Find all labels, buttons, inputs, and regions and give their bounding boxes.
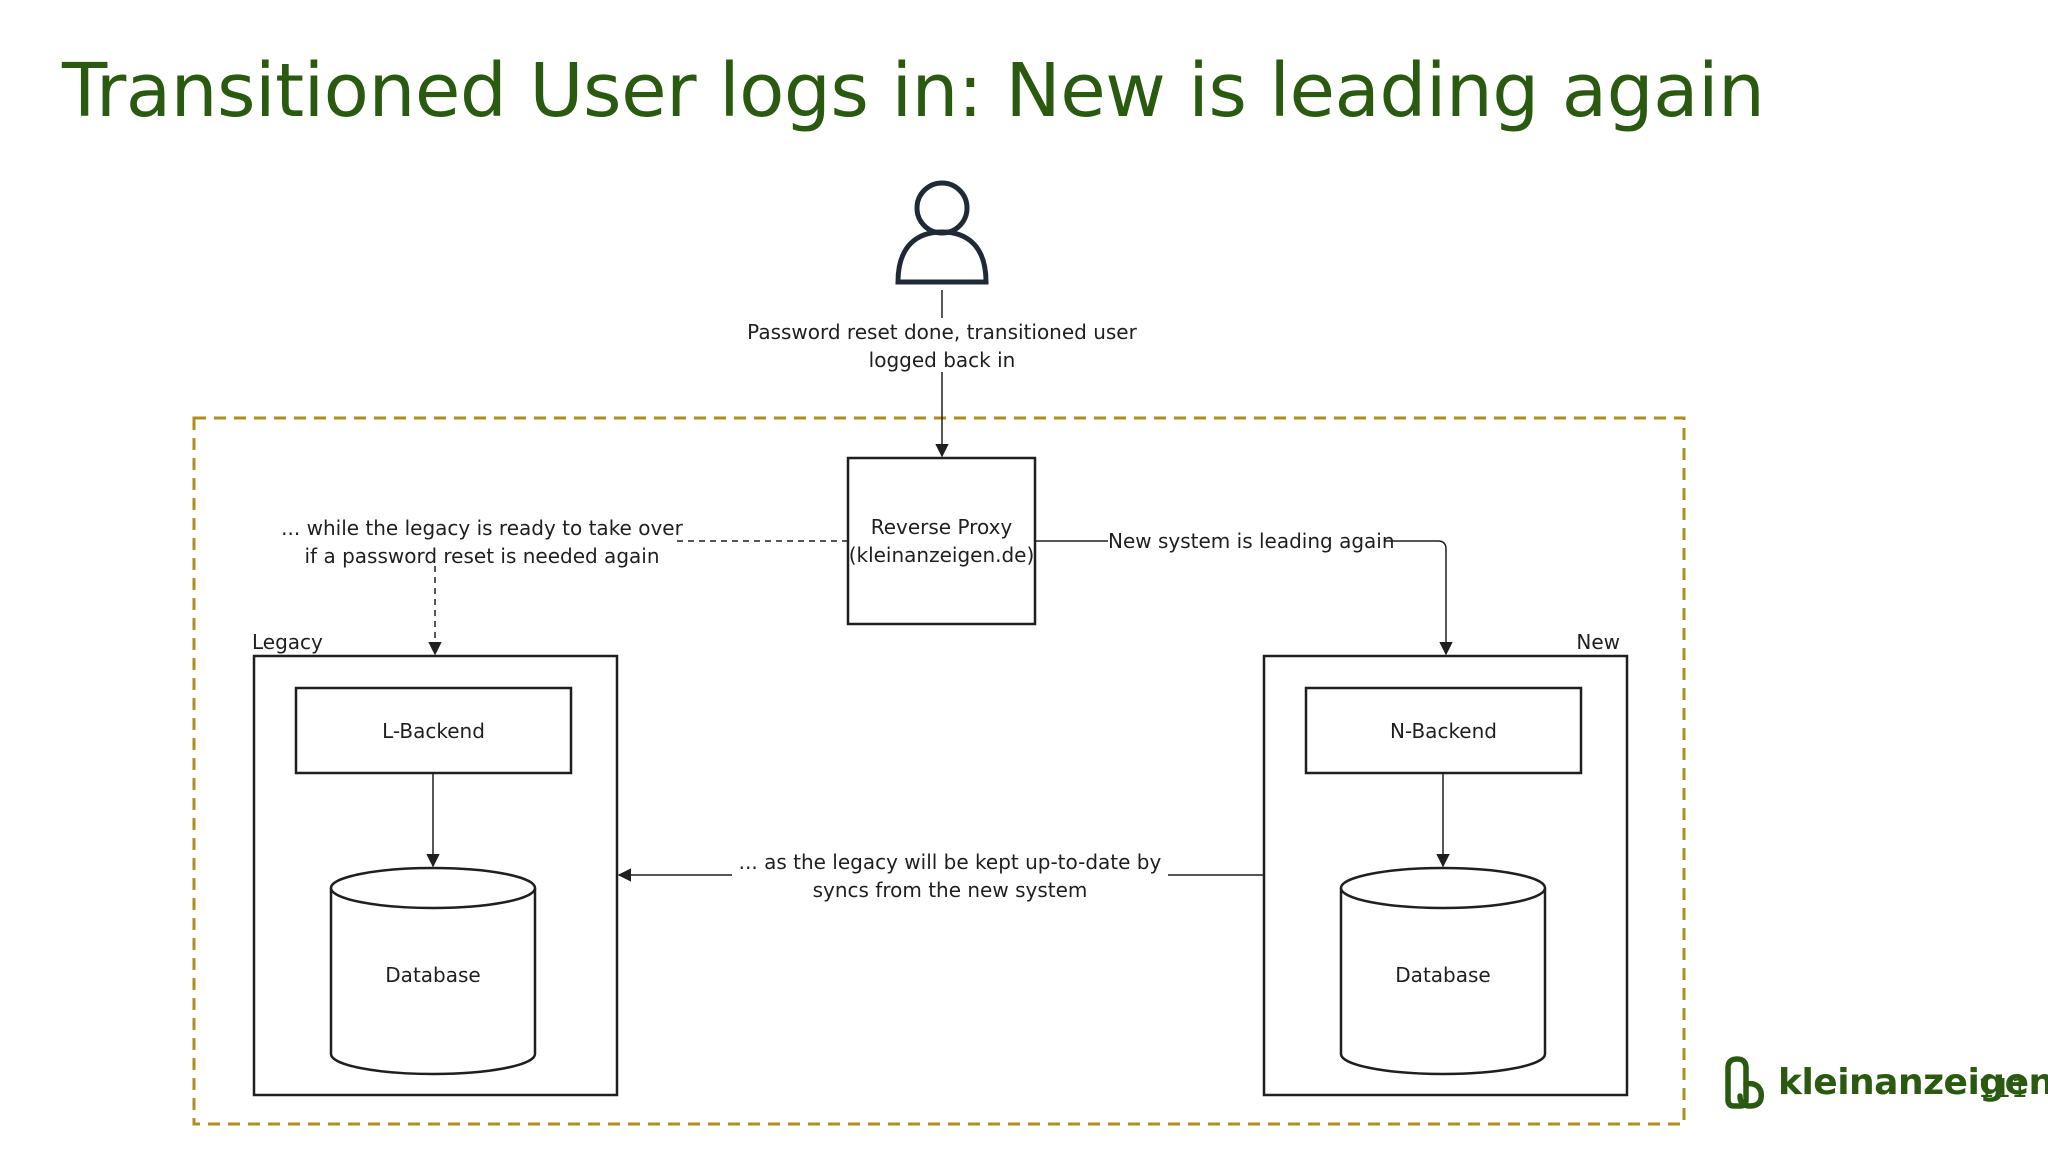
user-edge-label: Password reset done, transitioned user l… — [747, 320, 1137, 372]
brand-logo: kleinanzeigen — [1718, 1054, 2048, 1110]
n-backend-label: N-Backend — [1390, 718, 1497, 743]
reverse-proxy-box — [846, 456, 1037, 626]
new-title: New — [1576, 630, 1620, 654]
user-icon — [895, 180, 989, 285]
system-boundary — [192, 416, 1686, 1126]
page-title: Transitioned User logs in: New is leadin… — [62, 48, 1765, 134]
sync-edge-label: ... as the legacy will be kept up-to-dat… — [738, 850, 1162, 902]
brand-mark-icon — [1725, 1056, 1765, 1109]
n-backend-box — [1304, 686, 1583, 775]
proxy-to-new-arrow — [1384, 540, 1453, 656]
new-database-label: Database — [1395, 963, 1491, 987]
page-number: 111 — [1978, 1074, 2028, 1104]
reverse-proxy-label: Reverse Proxy (kleinanzeigen.de) — [848, 515, 1035, 567]
legacy-edge-label: ... while the legacy is ready to take ov… — [281, 516, 683, 568]
l-backend-label: L-Backend — [382, 718, 485, 743]
new-database-icon — [1339, 866, 1547, 1076]
legacy-database-icon — [329, 866, 537, 1076]
legacy-title: Legacy — [252, 630, 323, 654]
new-edge-label: New system is leading again — [1108, 529, 1395, 553]
brand-wordmark: kleinanzeigen — [1778, 1061, 2048, 1103]
legacy-database-label: Database — [385, 963, 481, 987]
